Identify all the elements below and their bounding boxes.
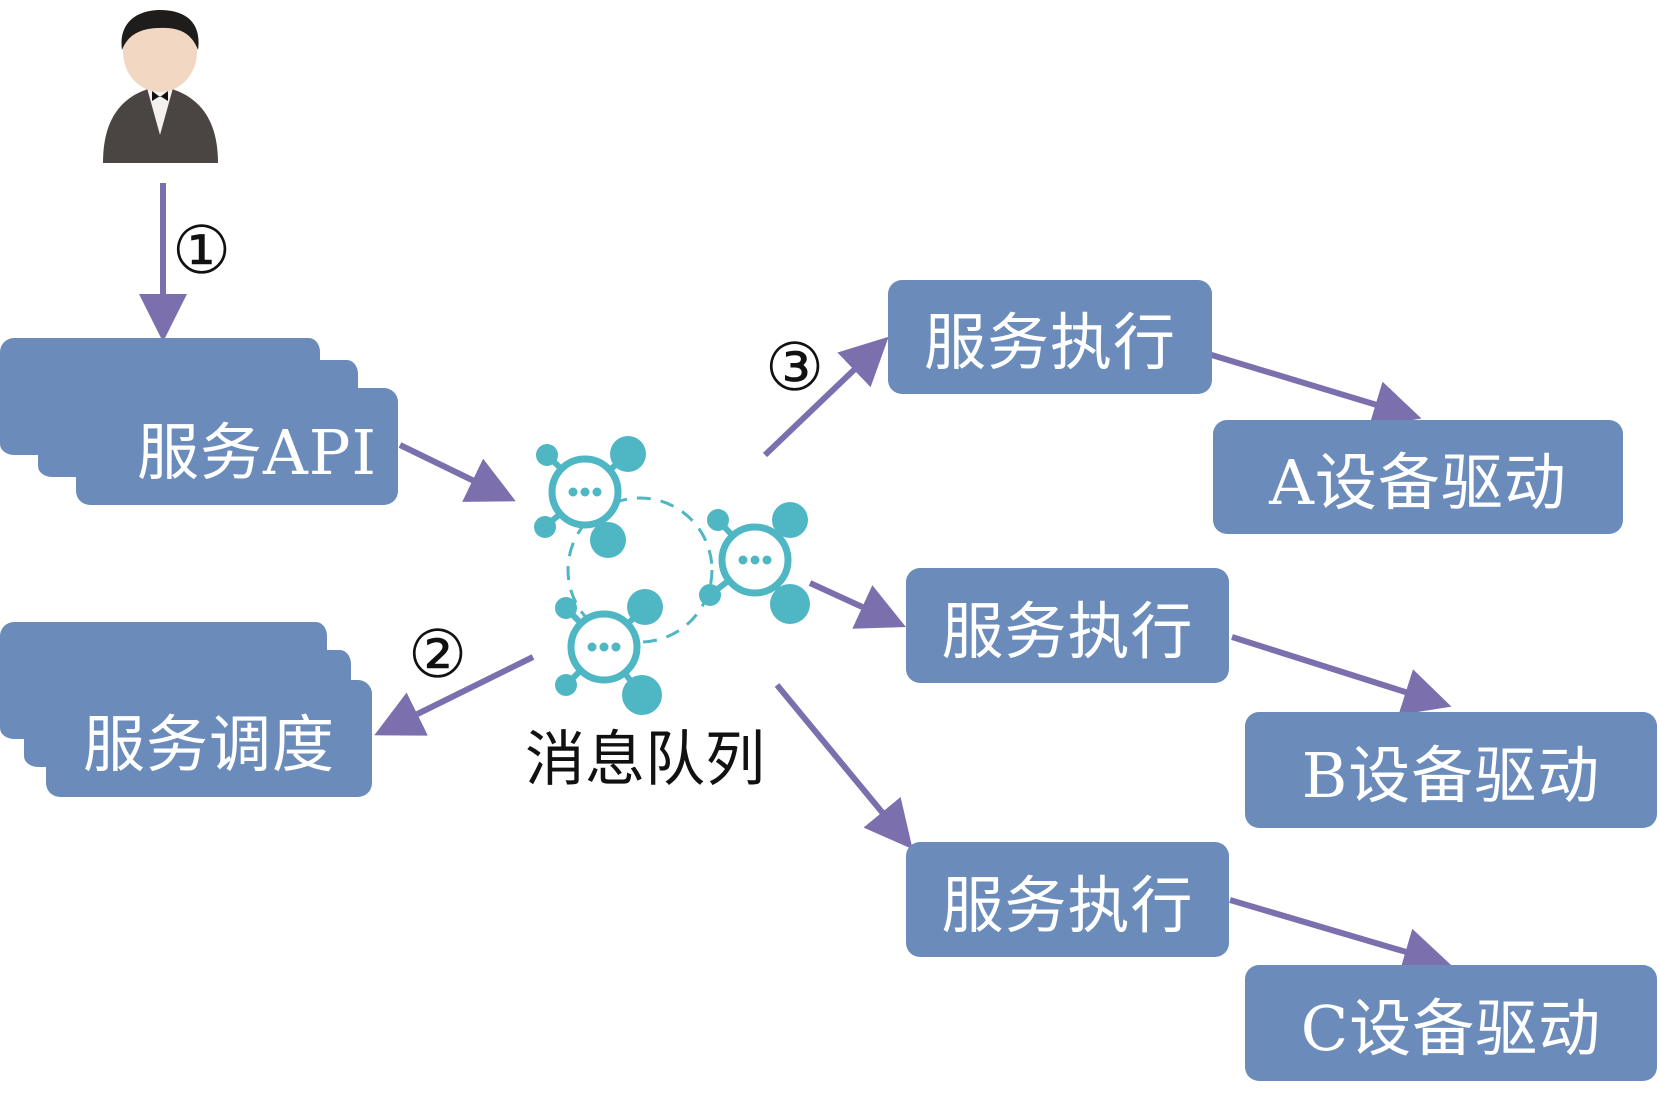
arrow-executor-3-to-driver-c <box>1229 897 1452 975</box>
api-box: 服务API <box>76 388 398 505</box>
arrow-executor-1-to-driver-a <box>1204 350 1422 428</box>
arrow-queue-to-scheduler <box>374 654 535 736</box>
driver-box-c-label: C设备驱动 <box>1300 992 1602 1065</box>
step-2-label: ② <box>408 616 468 693</box>
executor-box-3-label: 服务执行 <box>941 868 1194 942</box>
executor-box-1-label: 服务执行 <box>923 306 1176 379</box>
step-3-label: ③ <box>765 329 825 406</box>
executor-box-2: 服务执行 <box>906 568 1229 683</box>
arrow-queue-to-executor-3 <box>774 683 913 850</box>
arrow-executor-2-to-driver-b <box>1231 634 1452 715</box>
scheduler-box: 服务调度 <box>46 680 372 797</box>
arrow-queue-to-executor-1 <box>762 336 889 458</box>
executor-box-3: 服务执行 <box>906 842 1229 957</box>
driver-box-b: B设备驱动 <box>1245 712 1657 828</box>
driver-box-b-label: B设备驱动 <box>1301 739 1601 812</box>
message-queue-icon <box>534 436 810 715</box>
executor-box-2-label: 服务执行 <box>941 594 1194 668</box>
api-box-label: 服务API <box>137 415 377 489</box>
driver-box-a-label: A设备驱动 <box>1269 446 1567 519</box>
step-1-label: ① <box>172 212 232 289</box>
scheduler-box-label: 服务调度 <box>82 707 335 781</box>
queue-label: 消息队列 <box>525 725 765 795</box>
driver-box-c: C设备驱动 <box>1245 965 1657 1081</box>
driver-box-a: A设备驱动 <box>1213 420 1623 534</box>
executor-box-1: 服务执行 <box>888 280 1212 394</box>
arrow-api-to-queue <box>398 442 516 502</box>
arrow-queue-to-executor-2 <box>808 580 906 629</box>
user-icon <box>103 10 218 163</box>
